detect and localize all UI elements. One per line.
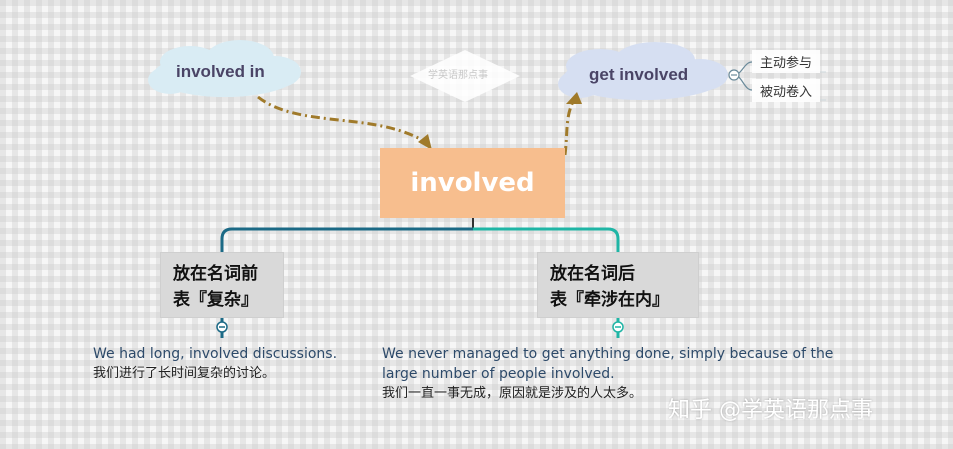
watermark-top: 学英语那点事 xyxy=(428,70,488,81)
watermark-diamond xyxy=(410,50,520,102)
branch-before-noun[interactable]: 放在名词前 表『复杂』 xyxy=(160,252,284,318)
watermark-bottom: 知乎 @学英语那点事 xyxy=(668,398,873,423)
cloud-get-involved[interactable] xyxy=(558,42,728,100)
central-topic-label: involved xyxy=(410,168,535,198)
arrow-head-right xyxy=(566,92,582,104)
branch-connector xyxy=(220,218,620,252)
cloud-label-involved-in: involved in xyxy=(176,62,265,81)
central-topic[interactable]: involved xyxy=(380,148,565,218)
example-after-noun-en-line1: We never managed to get anything done, s… xyxy=(382,346,834,362)
branch-after-noun-line2: 表『牵涉在内』 xyxy=(550,290,669,310)
example-after-noun-cn: 我们一直一事无成，原因就是涉及的人太多。 xyxy=(382,386,643,401)
example-after-noun-en-line2: large number of people involved. xyxy=(382,366,615,382)
example-after-noun: We never managed to get anything done, s… xyxy=(382,344,862,404)
arrow-head-left xyxy=(418,134,432,150)
branch-before-noun-line1: 放在名词前 xyxy=(173,264,258,284)
collapse-toggle-right[interactable] xyxy=(612,318,624,338)
branch-after-noun-line1: 放在名词后 xyxy=(550,264,635,284)
arrow-get-involved xyxy=(563,97,577,156)
subitem-passive-involvement[interactable]: 被动卷入 xyxy=(752,79,821,102)
branch-after-noun[interactable]: 放在名词后 表『牵涉在内』 xyxy=(537,252,699,318)
branch-before-noun-line2: 表『复杂』 xyxy=(173,290,258,310)
cloud-involved-in[interactable] xyxy=(148,40,301,97)
example-before-noun-cn: 我们进行了长时间复杂的讨论。 xyxy=(93,366,276,381)
example-before-noun-en: We had long, involved discussions. xyxy=(93,346,338,362)
subitem-active-participation[interactable]: 主动参与 xyxy=(752,50,821,73)
arrow-involved-in xyxy=(257,95,431,147)
cloud-label-get-involved: get involved xyxy=(589,65,689,84)
example-before-noun: We had long, involved discussions. 我们进行了… xyxy=(93,344,363,384)
collapse-toggle-left[interactable] xyxy=(216,318,228,338)
